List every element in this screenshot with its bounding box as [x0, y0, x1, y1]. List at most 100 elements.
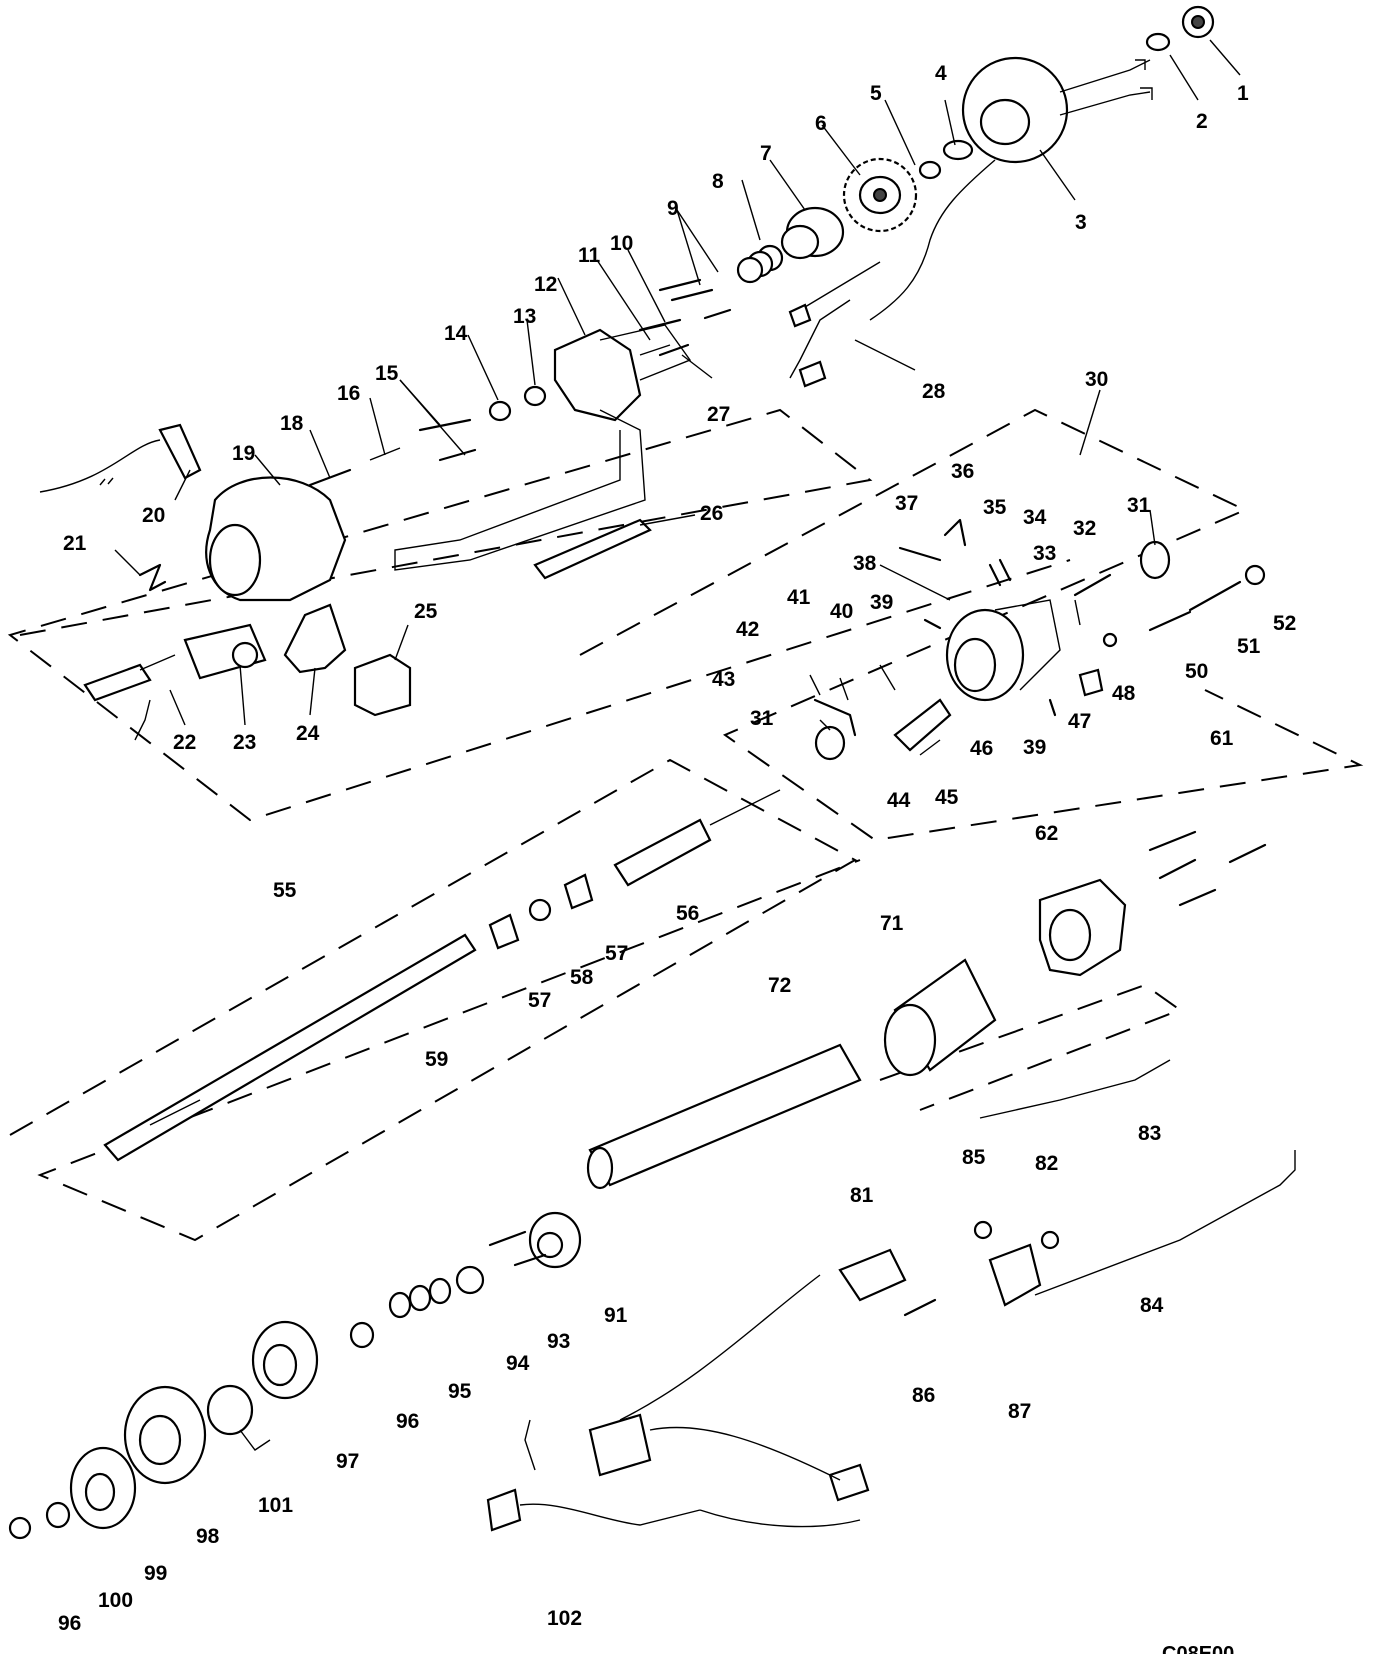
label-21: 21	[63, 532, 87, 555]
label-85: 85	[962, 1146, 986, 1169]
label-59: 59	[425, 1048, 448, 1071]
part-38-cable	[879, 564, 951, 601]
label-16: 16	[337, 382, 360, 405]
label-101: 101	[258, 1494, 293, 1517]
part-10-screw	[638, 318, 682, 332]
part-22-switch	[83, 654, 176, 741]
label-39-lower: 39	[1023, 736, 1046, 759]
part-44-sector	[893, 698, 952, 752]
label-57-upper: 57	[605, 942, 628, 965]
part-34-shoe	[998, 558, 1012, 582]
label-20: 20	[142, 504, 165, 527]
part-28-harness	[788, 261, 881, 388]
part-37-pin	[898, 546, 942, 562]
part-15-screws	[418, 418, 477, 462]
part-5-ring	[918, 160, 942, 180]
part-81-switch	[838, 1248, 907, 1302]
part-62-housing	[1038, 878, 1127, 977]
label-96-upper: 96	[396, 1410, 419, 1433]
part-71-cover	[883, 958, 997, 1077]
label-6: 6	[815, 112, 827, 135]
part-11-pin	[639, 344, 671, 356]
label-33: 33	[1033, 542, 1056, 565]
label-25: 25	[414, 600, 438, 623]
label-3: 3	[1075, 211, 1087, 234]
part-83-rod	[979, 1059, 1171, 1119]
part-85-nut	[973, 1220, 993, 1240]
part-39-screw-upper	[923, 618, 942, 630]
label-41: 41	[787, 586, 811, 609]
label-4: 4	[935, 62, 947, 85]
part-48-screw	[1102, 632, 1118, 648]
part-26-rail	[533, 518, 652, 580]
part-33-spring	[1074, 599, 1081, 626]
label-18: 18	[280, 412, 304, 435]
label-51: 51	[1237, 635, 1261, 658]
label-48: 48	[1112, 682, 1136, 705]
label-44: 44	[887, 789, 911, 812]
label-83: 83	[1138, 1122, 1161, 1145]
label-100: 100	[98, 1589, 133, 1612]
label-34: 34	[1023, 506, 1047, 529]
part-93-screws	[488, 1230, 547, 1267]
callout-labels: 1 2 3 4 5 6 7 8 9 10 11 12 13 14 15 16 1…	[58, 62, 1296, 1654]
label-97: 97	[336, 1450, 359, 1473]
part-97-housing	[251, 1320, 319, 1400]
part-59-shaft-lower	[103, 933, 477, 1162]
part-3-coil-assembly	[869, 56, 1153, 321]
part-57-joint-lower	[488, 913, 520, 950]
part-101-bracket	[206, 1384, 271, 1451]
part-4-washer	[942, 139, 974, 161]
outline-steering-shaft-group	[9, 758, 861, 1242]
label-56: 56	[676, 902, 699, 925]
label-28: 28	[922, 380, 946, 403]
part-6-gear	[842, 157, 918, 233]
part-24-bracket	[283, 603, 347, 674]
label-38: 38	[853, 552, 877, 575]
label-96-lower: 96	[58, 1612, 81, 1635]
label-32: 32	[1073, 517, 1096, 540]
label-52: 52	[1273, 612, 1296, 635]
label-47: 47	[1068, 710, 1091, 733]
label-40: 40	[830, 600, 853, 623]
part-91-bearing	[528, 1211, 582, 1269]
part-8-spring	[736, 244, 784, 284]
part-99-plate	[69, 1446, 137, 1530]
label-50: 50	[1185, 660, 1208, 683]
label-43: 43	[712, 668, 735, 691]
part-31-ring-upper	[1139, 540, 1171, 580]
label-8: 8	[712, 170, 724, 193]
label-86: 86	[912, 1384, 935, 1407]
part-20-switch	[39, 423, 202, 493]
label-42: 42	[736, 618, 759, 641]
part-61-screws	[1148, 830, 1267, 907]
part-2-washer	[1145, 32, 1171, 52]
label-45: 45	[935, 786, 959, 809]
part-36-lever	[943, 518, 967, 547]
part-46-lock-housing	[945, 599, 1061, 702]
part-96-ring-upper	[349, 1321, 375, 1349]
part-87-bracket	[988, 1243, 1042, 1307]
label-81: 81	[850, 1184, 874, 1207]
part-42-pin	[809, 674, 821, 696]
part-39-screw-lower	[1048, 698, 1057, 717]
label-14: 14	[444, 322, 468, 345]
part-13-washer	[523, 385, 547, 407]
label-55: 55	[273, 879, 297, 902]
part-27-screw	[658, 343, 690, 357]
part-52-cap	[1244, 564, 1266, 586]
part-102-harness	[486, 1274, 870, 1532]
part-7-bearing	[780, 206, 845, 260]
label-72: 72	[768, 974, 791, 997]
part-82-screw	[1040, 1230, 1060, 1250]
label-84: 84	[1140, 1294, 1164, 1317]
part-35-shoe	[988, 563, 1002, 587]
part-41-spring	[839, 677, 849, 701]
label-95: 95	[448, 1380, 472, 1403]
label-26: 26	[700, 502, 723, 525]
outline-tilt-lever-group	[879, 983, 1183, 1111]
group-outlines	[7, 408, 1364, 1242]
label-31-lower: 31	[750, 707, 774, 730]
part-56-shaft-upper	[613, 789, 781, 887]
label-30: 30	[1085, 368, 1108, 391]
